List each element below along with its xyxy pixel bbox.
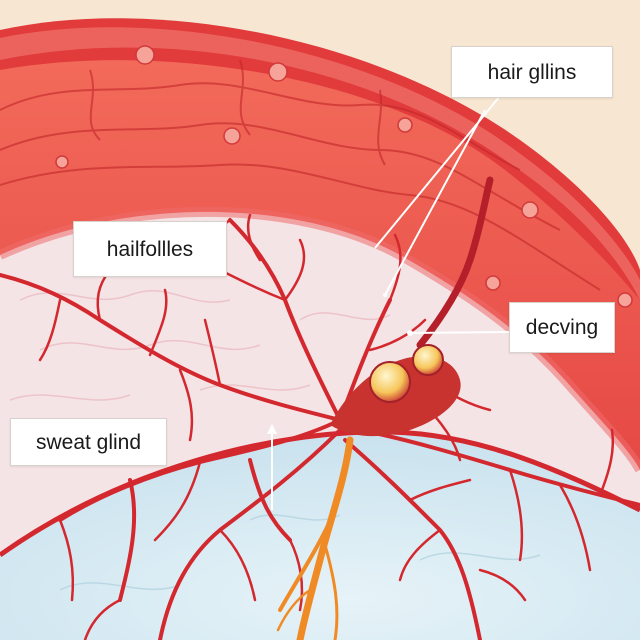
nerve-fiber xyxy=(276,436,354,640)
leader-lines xyxy=(271,95,510,510)
label-devcing: decving xyxy=(509,302,615,353)
leader-dots xyxy=(383,293,413,336)
deep-fluid-layer xyxy=(0,431,640,640)
dermis-texture xyxy=(0,59,601,291)
blood-vessel-network xyxy=(0,213,640,640)
label-hair-glands: hair gllins xyxy=(451,46,613,98)
gland-duct xyxy=(416,176,494,349)
gland-cluster xyxy=(330,344,461,437)
label-sweat-gland: sweat glind xyxy=(10,418,167,466)
dermis-nodules xyxy=(55,45,633,308)
label-hair-follicles: hailfollles xyxy=(73,221,227,277)
leader-arrowhead xyxy=(267,424,277,434)
epidermis-highlight xyxy=(0,27,640,300)
